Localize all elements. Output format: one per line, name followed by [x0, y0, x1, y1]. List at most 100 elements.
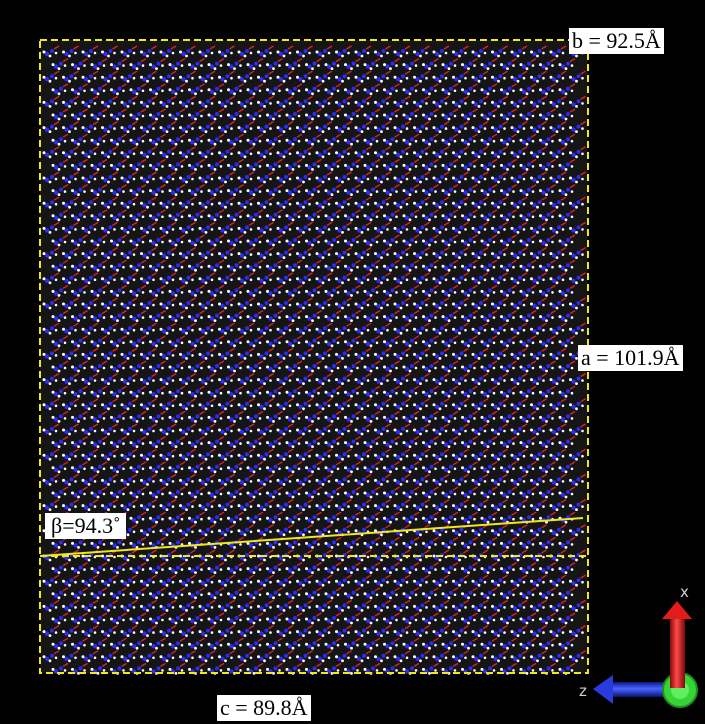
hydrogen-atom: [555, 256, 559, 259]
hydrogen-atom: [536, 281, 539, 285]
nitrogen-atom: [147, 301, 152, 305]
hydrogen-atom: [386, 253, 389, 256]
hydrogen-atom: [165, 79, 169, 83]
hydrogen-atom: [432, 126, 436, 130]
hydrogen-atom: [503, 51, 506, 55]
hydrogen-atom: [386, 354, 389, 357]
hydrogen-atom: [428, 218, 431, 222]
molecule: [51, 108, 69, 121]
hydrogen-atom: [383, 163, 386, 167]
hydrogen-atom: [180, 215, 184, 219]
hydrogen-atom: [278, 215, 281, 219]
nitrogen-atom: [401, 149, 405, 154]
hydrogen-atom: [239, 89, 242, 93]
nitrogen-atom: [89, 149, 93, 154]
nitrogen-atom: [351, 86, 356, 91]
hydrogen-atom: [263, 306, 266, 310]
hydrogen-atom: [570, 139, 574, 143]
nitrogen-atom: [64, 127, 69, 132]
hydrogen-atom: [101, 252, 104, 256]
nitrogen-atom: [415, 354, 420, 359]
hydrogen-atom: [503, 127, 506, 130]
hydrogen-atom: [297, 316, 301, 319]
hydrogen-atom: [486, 294, 490, 297]
nitrogen-atom: [156, 86, 161, 91]
hydrogen-atom: [194, 67, 197, 70]
hydrogen-atom: [140, 252, 143, 256]
hydrogen-atom: [464, 303, 467, 307]
hydrogen-atom: [191, 303, 194, 307]
hydrogen-atom: [402, 214, 406, 218]
hydrogen-atom: [438, 331, 442, 335]
hydrogen-atom: [120, 352, 124, 356]
hydrogen-atom: [63, 139, 67, 143]
nitrogen-atom: [317, 152, 323, 157]
hydrogen-atom: [425, 303, 428, 307]
hydrogen-atom: [168, 264, 172, 268]
molecule: [569, 70, 586, 83]
hydrogen-atom: [252, 268, 256, 272]
hydrogen-atom: [531, 139, 535, 143]
nitrogen-atom: [404, 190, 410, 195]
oxygen-bond: [365, 70, 372, 75]
hydrogen-atom: [249, 202, 253, 206]
hydrogen-atom: [213, 319, 217, 322]
hydrogen-atom: [483, 202, 487, 206]
nitrogen-atom: [170, 114, 176, 120]
hydrogen-atom: [249, 177, 253, 181]
hydrogen-atom: [512, 139, 515, 143]
nitrogen-atom: [170, 266, 176, 271]
nitrogen-atom: [312, 137, 317, 142]
molecule: [558, 57, 576, 70]
hydrogen-atom: [570, 265, 574, 269]
oxygen-bond: [277, 108, 283, 113]
hydrogen-atom: [413, 302, 416, 306]
hydrogen-atom: [63, 291, 67, 294]
hydrogen-atom: [480, 264, 484, 268]
hydrogen-atom: [375, 114, 379, 118]
nitrogen-atom: [323, 250, 327, 255]
hydrogen-atom: [561, 328, 565, 332]
hydrogen-atom: [473, 215, 476, 219]
hydrogen-atom: [363, 315, 367, 319]
nitrogen-atom: [566, 238, 570, 242]
hydrogen-atom: [296, 352, 299, 356]
nitrogen-atom: [44, 51, 50, 57]
oxygen-bond: [112, 70, 118, 75]
hydrogen-atom: [120, 201, 124, 205]
hydrogen-atom: [458, 155, 461, 159]
hydrogen-atom: [159, 201, 163, 205]
nitrogen-atom: [527, 288, 531, 293]
hydrogen-atom: [530, 75, 533, 79]
nitrogen-atom: [332, 162, 336, 167]
hydrogen-atom: [497, 331, 500, 335]
hydrogen-atom: [62, 176, 65, 180]
hydrogen-atom: [146, 306, 149, 310]
nitrogen-atom: [293, 86, 297, 91]
hydrogen-atom: [308, 76, 311, 80]
nitrogen-atom: [122, 329, 128, 334]
oxygen-bond: [326, 95, 333, 101]
hydrogen-atom: [389, 243, 392, 247]
nitrogen-atom: [131, 240, 137, 246]
hydrogen-atom: [233, 92, 236, 96]
hydrogen-atom: [110, 239, 113, 243]
nitrogen-atom: [482, 366, 488, 372]
molecule: [354, 45, 372, 58]
hydrogen-atom: [452, 252, 455, 256]
nitrogen-atom: [142, 77, 147, 82]
nitrogen-atom: [128, 49, 132, 53]
hydrogen-atom: [83, 366, 86, 370]
hydrogen-atom: [522, 177, 526, 181]
hydrogen-atom: [467, 117, 470, 121]
hydrogen-atom: [434, 265, 437, 269]
nitrogen-atom: [53, 266, 59, 271]
nitrogen-atom: [303, 301, 308, 305]
hydrogen-atom: [402, 315, 406, 319]
hydrogen-atom: [224, 155, 227, 159]
hydrogen-atom: [539, 88, 542, 92]
hydrogen-atom: [116, 67, 119, 70]
nitrogen-atom: [482, 266, 488, 271]
nitrogen-atom: [560, 240, 566, 246]
hydrogen-atom: [120, 50, 124, 54]
